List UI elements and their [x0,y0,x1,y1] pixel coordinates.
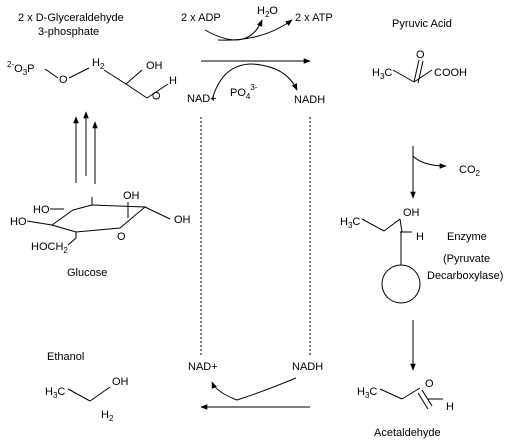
carbonyl-double-bond [417,60,424,84]
bond [401,387,421,400]
carboxyl-group: COOH [434,67,467,79]
bond [67,388,91,402]
co2-release-arrow [412,155,447,169]
glucose-oh-right: OH [174,214,191,226]
co2-label: CO2 [459,164,481,178]
glucose-title: Glucose [67,267,107,279]
bond [379,388,403,400]
enzyme-label: Enzyme [447,231,487,243]
glucose-ho-mid: HO [10,216,27,228]
bond [383,218,401,232]
bond [103,69,127,85]
intermediate-h: H [416,231,424,243]
ester-oxygen: O [59,74,68,86]
intermediate-hydroxyl: OH [403,207,420,219]
nad-in-curve [211,63,253,101]
pyruvate-methyl: H3C [372,67,392,81]
bond [361,218,385,232]
nad-regeneration-arrow [211,377,297,401]
hydroxyl: OH [146,60,163,72]
bond [67,237,77,246]
ethanol-ch2: H2 [101,409,114,423]
glucose-ho-left: HO [33,204,50,216]
bond [146,83,169,99]
acetaldehyde-o: O [425,378,434,390]
aldehyde-double-bond [417,392,429,410]
bond [68,67,90,79]
glyceraldehyde-title: 2 x D-Glyceraldehyde [18,12,124,24]
bond [144,206,171,220]
glucose-ring [50,204,147,233]
pyruvate-carbonyl-o: O [416,49,425,61]
pyruvic-acid-title: Pyruvic Acid [392,18,452,30]
ethanol-hydroxyl: OH [112,376,129,388]
water-label: H2O [257,5,278,19]
bond [399,218,403,233]
bond [125,69,143,85]
atp-label: 2 x ATP [295,12,333,24]
atp-formation-arrow [217,19,293,41]
bond [89,386,111,402]
aldehyde-h: H [169,75,177,87]
acetaldehyde-h: H [446,401,454,413]
bond [44,68,59,79]
intermediate-methyl: H3C [340,216,360,230]
bond [392,69,415,83]
enzyme-name-line2: Decarboxylase) [427,270,503,282]
bond [413,69,433,83]
ethanol-title: Ethanol [47,351,84,363]
glucose-hydroxymethyl: HOCH2 [31,241,68,255]
bond [26,220,53,226]
bond [125,83,148,99]
acetaldehyde-title: Acetaldehyde [374,427,441,439]
carbonyl-double-bond [413,59,420,83]
ch2-group: H2 [92,57,105,71]
glucose-ring-oxygen: O [117,231,126,243]
glyceraldehyde-subtitle: 3-phosphate [38,26,99,38]
glucose-oh-top: OH [123,190,140,202]
phosphate-group: 2-O3P [7,60,34,77]
nadh-out-arrow [251,63,298,91]
nadh-bottom: NADH [292,361,323,373]
aldehyde-double-bond [421,389,433,407]
phosphate-ion: PO43- [230,83,258,101]
adp-label: 2 x ADP [181,12,221,24]
aldehyde-o: O [151,91,163,100]
nadh-top: NADH [294,94,325,106]
enzyme-name-line1: (Pyruvate [443,253,490,265]
ethanol-methyl: H3C [45,386,65,400]
acetaldehyde-methyl: H3C [357,386,377,400]
nad-plus-bottom: NAD+ [188,361,218,373]
nad-plus-top: NAD+ [187,93,217,105]
enzyme-circle [381,264,421,304]
